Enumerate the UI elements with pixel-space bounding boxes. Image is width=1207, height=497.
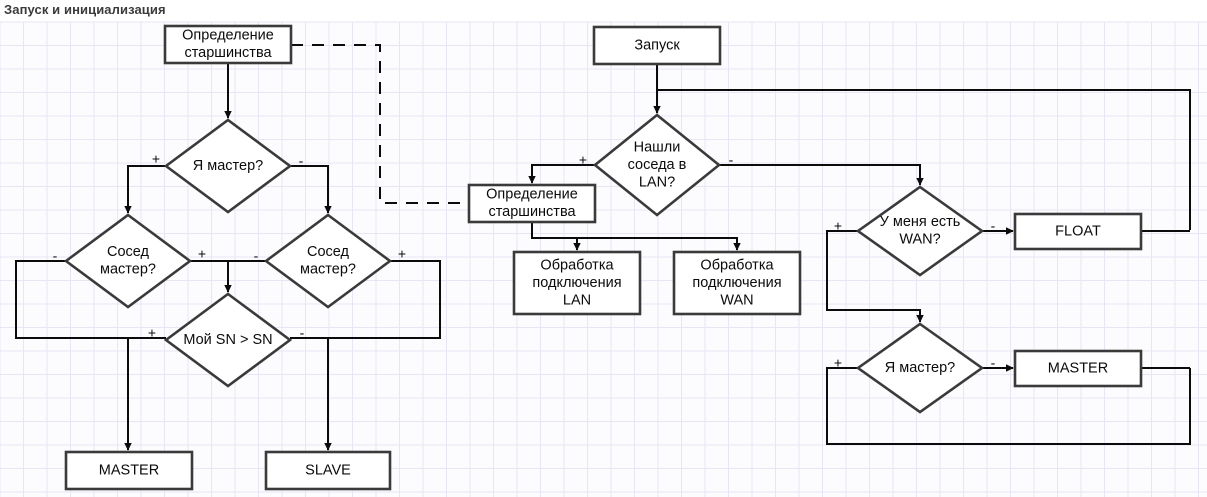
node-label: WAN? <box>899 232 940 248</box>
edge-label: - <box>299 153 304 169</box>
node-start[interactable]: Запуск <box>592 25 722 66</box>
node-shape <box>467 183 597 224</box>
edge-label: - <box>300 325 305 341</box>
edge-label: - <box>729 152 734 168</box>
edge-label: + <box>152 151 160 167</box>
connector-layer: + - - + - + + - + - - + - + <box>15 44 1191 451</box>
connector <box>528 164 595 184</box>
connector <box>657 89 1191 230</box>
edge-label: + <box>834 218 842 234</box>
node-shape <box>64 450 194 491</box>
node-am_i_master_l[interactable]: Я мастер? <box>163 118 293 214</box>
edge-label: + <box>834 355 842 371</box>
node-shape <box>263 213 393 309</box>
connector <box>290 337 332 451</box>
node-shape <box>63 213 193 309</box>
connector <box>719 164 924 186</box>
node-label: старшинства <box>488 204 576 220</box>
node-label: LAN? <box>639 174 675 190</box>
node-shape <box>592 113 722 217</box>
edge-label: - <box>254 248 259 264</box>
connector <box>124 165 166 214</box>
node-shape <box>512 250 642 316</box>
node-label: Я мастер? <box>885 360 955 376</box>
node-shape <box>163 292 293 388</box>
edge-label: - <box>53 248 58 264</box>
node-label: Сосед <box>107 244 150 260</box>
edge-label: - <box>991 355 996 371</box>
edge-label: - <box>991 218 996 234</box>
node-shape <box>1013 349 1143 388</box>
node-shape <box>592 25 722 66</box>
node-master_left[interactable]: MASTER <box>64 450 194 491</box>
diagram-title: Запуск и инициализация <box>4 2 166 17</box>
node-label: Я мастер? <box>193 158 263 174</box>
node-my_sn[interactable]: Мой SN > SN <box>163 292 293 388</box>
connector <box>532 237 741 251</box>
node-shape <box>1013 212 1143 251</box>
node-master_right[interactable]: MASTER <box>1013 349 1143 388</box>
node-label: LAN <box>563 292 591 308</box>
node-label: MASTER <box>1048 360 1108 376</box>
node-float_box[interactable]: FLOAT <box>1013 212 1143 251</box>
edge-label: + <box>579 152 587 168</box>
background-grid <box>0 21 1207 497</box>
node-label: подключения <box>692 275 781 291</box>
node-shape <box>163 24 293 65</box>
node-label: Определение <box>182 28 274 44</box>
node-slave_left[interactable]: SLAVE <box>264 450 392 491</box>
edge-label: + <box>148 325 156 341</box>
node-label: подключения <box>532 275 621 291</box>
node-label: Обработка <box>540 257 614 273</box>
node-am_i_master_r[interactable]: Я мастер? <box>855 322 985 414</box>
node-label: У меня есть <box>880 214 961 230</box>
node-label: MASTER <box>99 462 159 478</box>
node-shape <box>264 450 392 491</box>
node-shape <box>163 118 293 214</box>
node-neighbor_master_r[interactable]: Сосед мастер? <box>263 213 393 309</box>
connector <box>290 260 441 339</box>
node-neighbor_master_l[interactable]: Сосед мастер? <box>63 213 193 309</box>
node-label: Мой SN > SN <box>183 332 272 348</box>
connector <box>124 337 166 451</box>
connector <box>291 44 469 204</box>
node-label: WAN <box>720 292 753 308</box>
node-label: Определение <box>486 187 578 203</box>
node-label: мастер? <box>300 262 356 278</box>
edge-label: + <box>398 246 406 262</box>
node-label: старшинства <box>184 45 272 61</box>
node-label: мастер? <box>100 262 156 278</box>
node-label: Нашли <box>634 139 681 155</box>
edge-label: + <box>198 246 206 262</box>
node-label: соседа в <box>628 157 687 173</box>
connector <box>15 260 166 339</box>
node-label: Обработка <box>700 257 774 273</box>
node-shape <box>855 185 985 277</box>
node-shape <box>672 250 802 316</box>
connector <box>826 230 924 323</box>
node-label: Запуск <box>634 37 680 53</box>
node-label: FLOAT <box>1055 223 1101 239</box>
connector <box>290 165 332 214</box>
connector <box>826 367 1191 445</box>
node-label: Сосед <box>307 244 350 260</box>
node-label: SLAVE <box>305 462 351 478</box>
node-shape <box>855 322 985 414</box>
